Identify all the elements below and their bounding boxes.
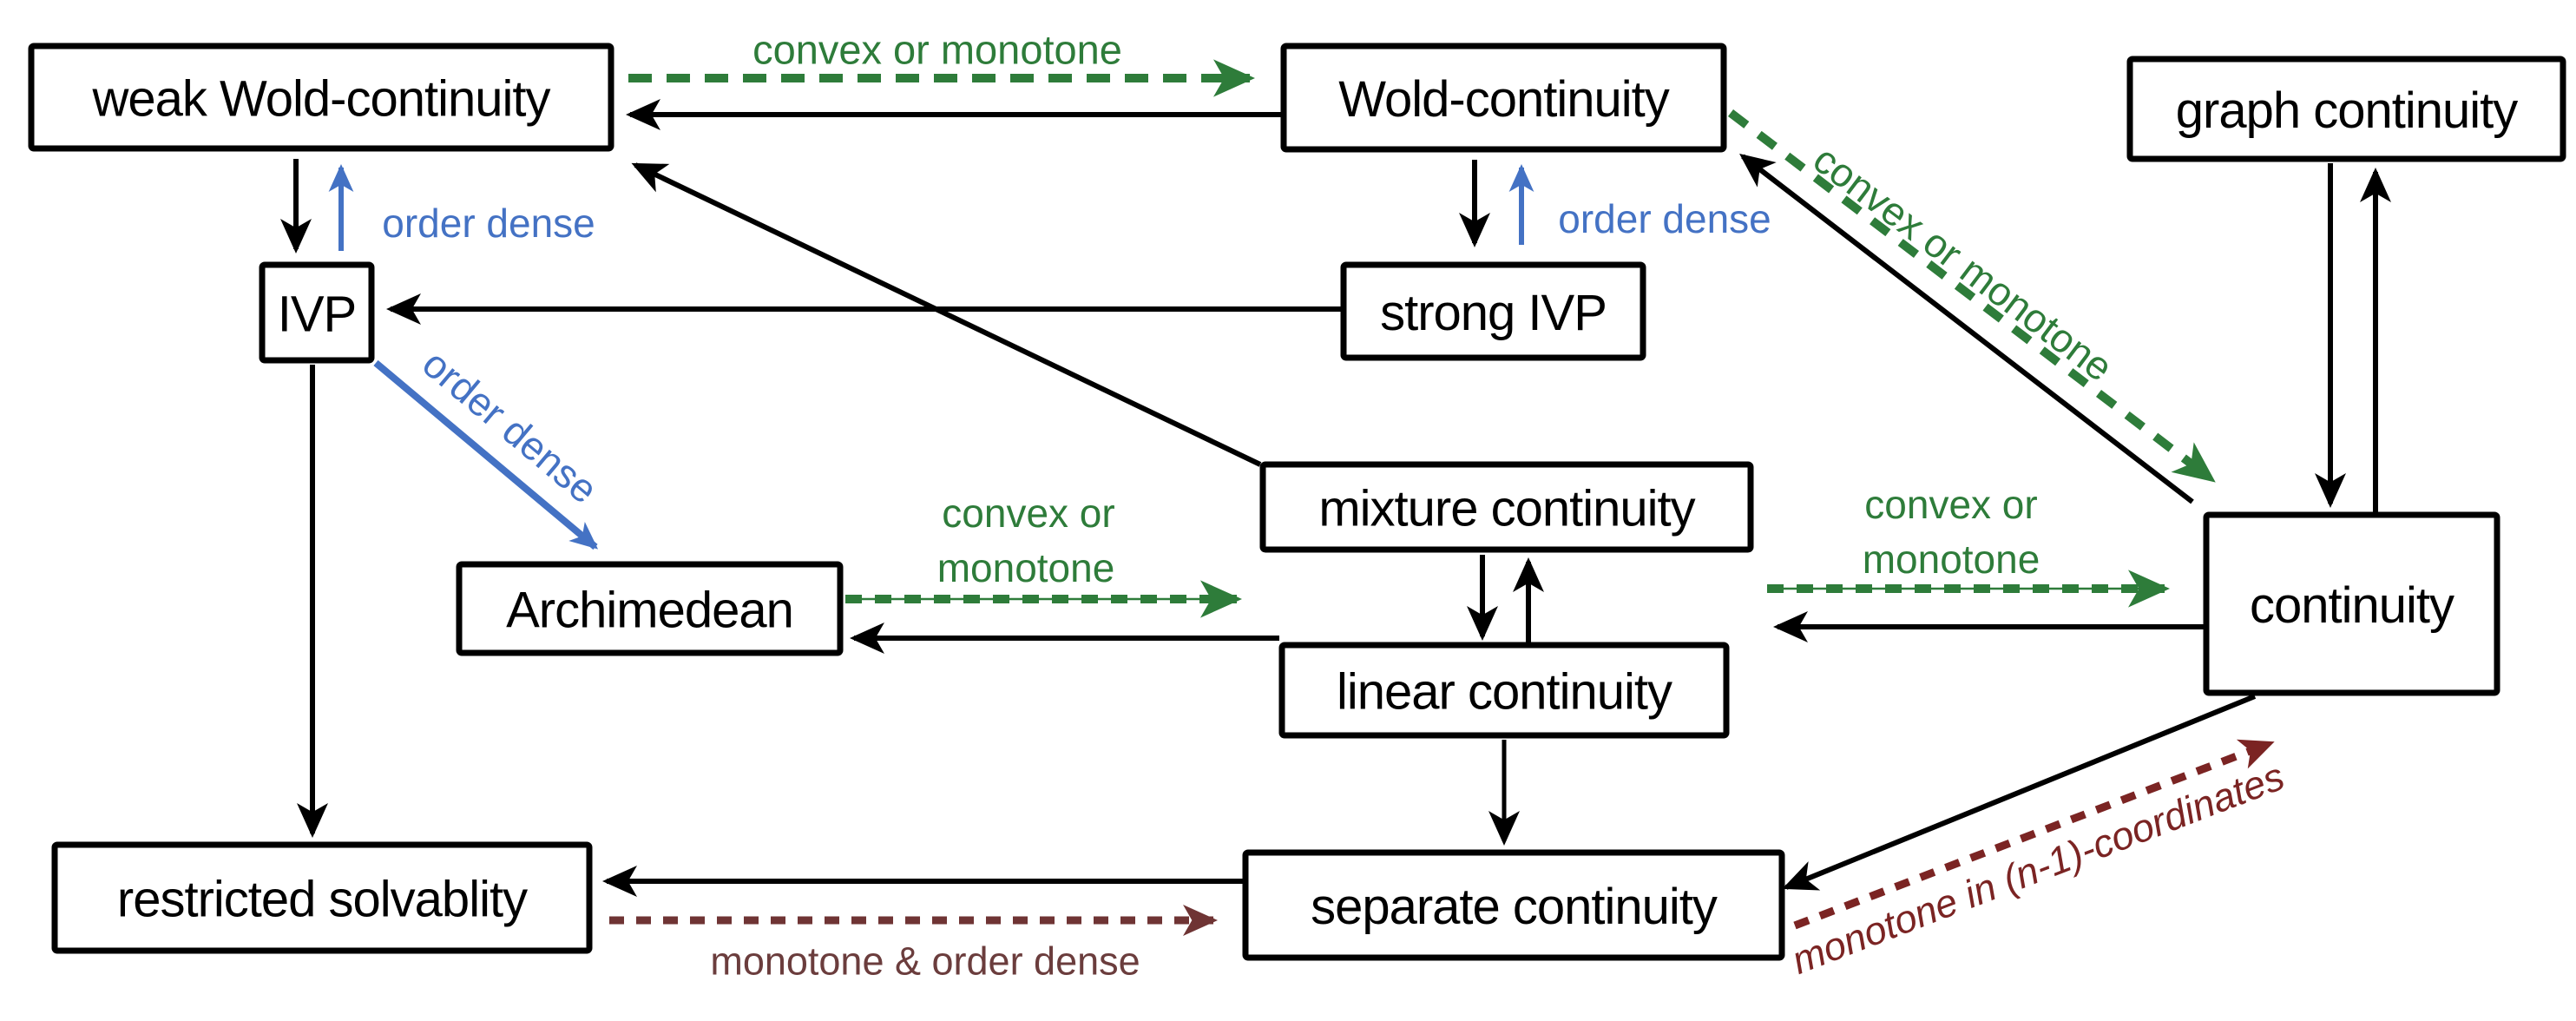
node-label-wold-continuity: Wold-continuity (1338, 71, 1669, 128)
node-box-separate-continuity (1242, 849, 1785, 961)
node-label-mixture-continuity: mixture continuity (1318, 481, 1695, 537)
node-label-separate-continuity: separate continuity (1311, 879, 1718, 935)
edge-line (373, 359, 599, 550)
node-label-ivp: IVP (278, 287, 357, 343)
edge-continuity-to-separate (1782, 694, 2257, 891)
node-weak-wold-continuity: weak Wold-continuity (28, 43, 614, 152)
node-ivp: IVP (259, 261, 375, 364)
node-box-wold-continuity (1280, 43, 1727, 153)
edges-layer (280, 59, 2391, 936)
label-convex-top: convex or monotone (752, 27, 1122, 73)
label-convex-diag: convex or monotone (1805, 136, 2121, 390)
edge-line (1782, 694, 2257, 891)
node-label-restricted-solvablity: restricted solvablity (117, 872, 528, 928)
node-label-continuity: continuity (2250, 577, 2454, 634)
node-box-archimedean (456, 561, 844, 656)
edge-wold-to-continuity (1727, 109, 2216, 483)
edge-line (1739, 153, 2194, 504)
label-order-dense-mid: order dense (1558, 196, 1771, 241)
node-restricted-solvablity: restricted solvablity (51, 841, 593, 954)
node-label-archimedean: Archimedean (506, 583, 793, 639)
node-box-restricted-solvablity (51, 841, 593, 954)
edge-ivp-to-archimedean (373, 359, 599, 550)
label-monotone-order: monotone & order dense (710, 939, 1140, 984)
label-monotone-n1: monotone in (n-1)-coordinates (1785, 754, 2290, 983)
edge-line (1727, 109, 2216, 483)
node-archimedean: Archimedean (456, 561, 844, 656)
label-convex-right-2: monotone (1863, 537, 2040, 582)
node-label-linear-continuity: linear continuity (1337, 664, 1672, 721)
node-separate-continuity: separate continuity (1242, 849, 1785, 961)
edge-line (631, 162, 1262, 467)
node-strong-ivp: strong IVP (1340, 261, 1646, 361)
label-convex-right-1: convex or (1864, 482, 2037, 527)
label-order-dense-diag: order dense (414, 340, 606, 512)
label-convex-arch-1: convex or (942, 491, 1114, 536)
edge-line (1793, 739, 2275, 930)
node-label-strong-ivp: strong IVP (1380, 285, 1607, 341)
node-continuity: continuity (2203, 511, 2500, 696)
node-box-ivp (259, 261, 375, 364)
node-linear-continuity: linear continuity (1278, 642, 1730, 739)
node-box-linear-continuity (1278, 642, 1730, 739)
edge-continuity-to-wold (1739, 153, 2194, 504)
label-order-dense-left: order dense (382, 201, 595, 246)
node-box-mixture-continuity (1259, 461, 1754, 553)
node-label-graph-continuity: graph continuity (2176, 82, 2518, 139)
edge-mixture-to-weak-wold (631, 162, 1262, 467)
nodes-layer: weak Wold-continuity Wold-continuity graph… (28, 43, 2566, 961)
node-box-strong-ivp (1340, 261, 1646, 361)
edge-separate-to-continuity (1793, 739, 2275, 930)
node-graph-continuity: graph continuity (2126, 56, 2566, 162)
node-box-continuity (2203, 511, 2500, 696)
node-box-graph-continuity (2126, 56, 2566, 162)
node-mixture-continuity: mixture continuity (1259, 461, 1754, 553)
node-wold-continuity: Wold-continuity (1280, 43, 1727, 153)
label-convex-arch-2: monotone (937, 545, 1115, 590)
node-box-weak-wold-continuity (28, 43, 614, 152)
node-label-weak-wold-continuity: weak Wold-continuity (92, 71, 551, 128)
